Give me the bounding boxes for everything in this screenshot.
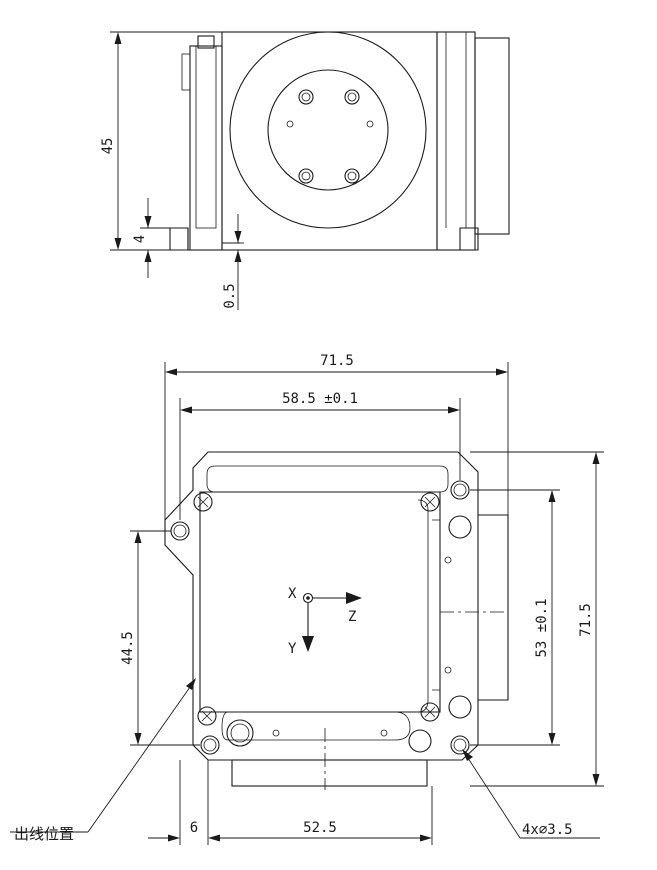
axis-x-label: X bbox=[288, 586, 297, 602]
screw-top-right bbox=[420, 492, 440, 512]
screw-top-left bbox=[193, 492, 213, 512]
side-view: 45 4 0.5 bbox=[100, 31, 510, 310]
dim-offset-label: 6 bbox=[190, 820, 198, 836]
dim-base-label: 4 bbox=[132, 235, 148, 243]
mounting-hole-bottom-left bbox=[200, 735, 220, 755]
mounting-hole-left bbox=[170, 521, 190, 541]
dim-bottom-width-label: 52.5 bbox=[303, 820, 337, 836]
axis-z-label: Z bbox=[348, 609, 356, 625]
hole-callout-label: 4x∅3.5 bbox=[522, 822, 573, 838]
dim-hole-spacing-x-label: 58.5 ±0.1 bbox=[282, 391, 358, 407]
mounting-hole-bottom-right bbox=[450, 735, 470, 755]
top-view: X Z Y 71.5 58.5 ±0.1 71.5 53 ±0.1 bbox=[10, 353, 604, 845]
cable-outlet-label: 出线位置 bbox=[14, 825, 74, 843]
dim-overall-width-label: 71.5 bbox=[320, 353, 354, 369]
coordinate-axes: X Z Y bbox=[288, 586, 362, 657]
dim-left-height-label: 44.5 bbox=[120, 631, 136, 665]
screw-bottom-left bbox=[197, 706, 217, 726]
dim-height-label: 45 bbox=[100, 138, 116, 155]
mounting-hole-top-right bbox=[450, 480, 470, 500]
screw-bottom-right bbox=[420, 702, 440, 722]
dim-gap-label: 0.5 bbox=[222, 283, 238, 308]
axis-y-label: Y bbox=[288, 641, 297, 657]
dim-hole-spacing-y-label: 53 ±0.1 bbox=[534, 598, 550, 657]
dim-overall-height-label: 71.5 bbox=[578, 603, 594, 637]
